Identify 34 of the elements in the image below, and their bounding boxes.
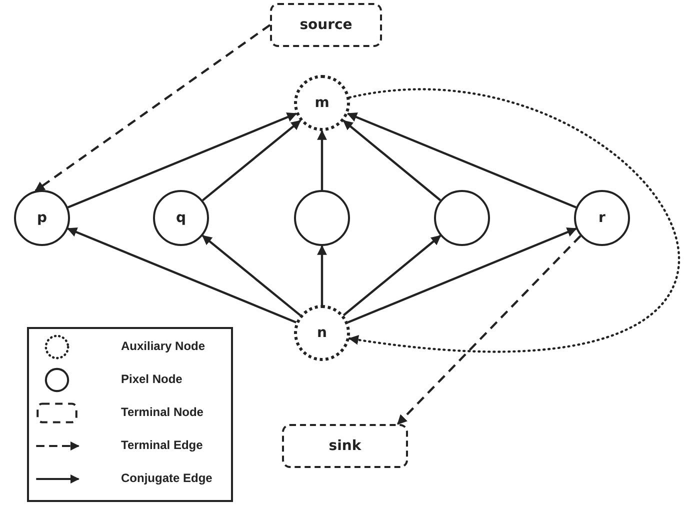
arrow bbox=[346, 112, 577, 208]
node-label: n bbox=[317, 325, 327, 341]
pixel-node-circle bbox=[153, 190, 209, 246]
node-label: p bbox=[36, 210, 48, 226]
arrow bbox=[317, 130, 327, 190]
arrow bbox=[202, 234, 301, 316]
arrow bbox=[342, 234, 442, 316]
node-label: r bbox=[598, 210, 606, 226]
node-label: sink bbox=[328, 438, 362, 454]
dashed-arrow bbox=[34, 24, 271, 192]
pixel-node-circle bbox=[14, 190, 70, 246]
auxiliary-node-circle bbox=[294, 305, 350, 361]
pixel-node-circle bbox=[294, 190, 350, 246]
legend-label: Terminal Node bbox=[121, 405, 204, 419]
arrow bbox=[66, 227, 297, 324]
node-label: m bbox=[314, 95, 330, 111]
arrow bbox=[347, 227, 578, 324]
node-label: source bbox=[300, 17, 352, 33]
legend-label: Conjugate Edge bbox=[121, 471, 212, 485]
arrow bbox=[202, 120, 302, 202]
terminal-node-box bbox=[270, 3, 382, 47]
dashed-arrow bbox=[397, 235, 582, 425]
legend-label: Auxiliary Node bbox=[121, 339, 206, 353]
pixel-node-circle bbox=[574, 190, 630, 246]
arrow bbox=[67, 112, 298, 208]
pixel-node-circle bbox=[434, 190, 490, 246]
arrow bbox=[342, 120, 442, 202]
arrow bbox=[317, 245, 327, 305]
legend-label: Terminal Edge bbox=[121, 438, 203, 452]
auxiliary-node-circle bbox=[294, 75, 350, 131]
legend-label: Pixel Node bbox=[121, 372, 182, 386]
dotted-arrow bbox=[348, 88, 680, 352]
node-label: q bbox=[176, 210, 186, 226]
terminal-node-box bbox=[282, 424, 408, 468]
